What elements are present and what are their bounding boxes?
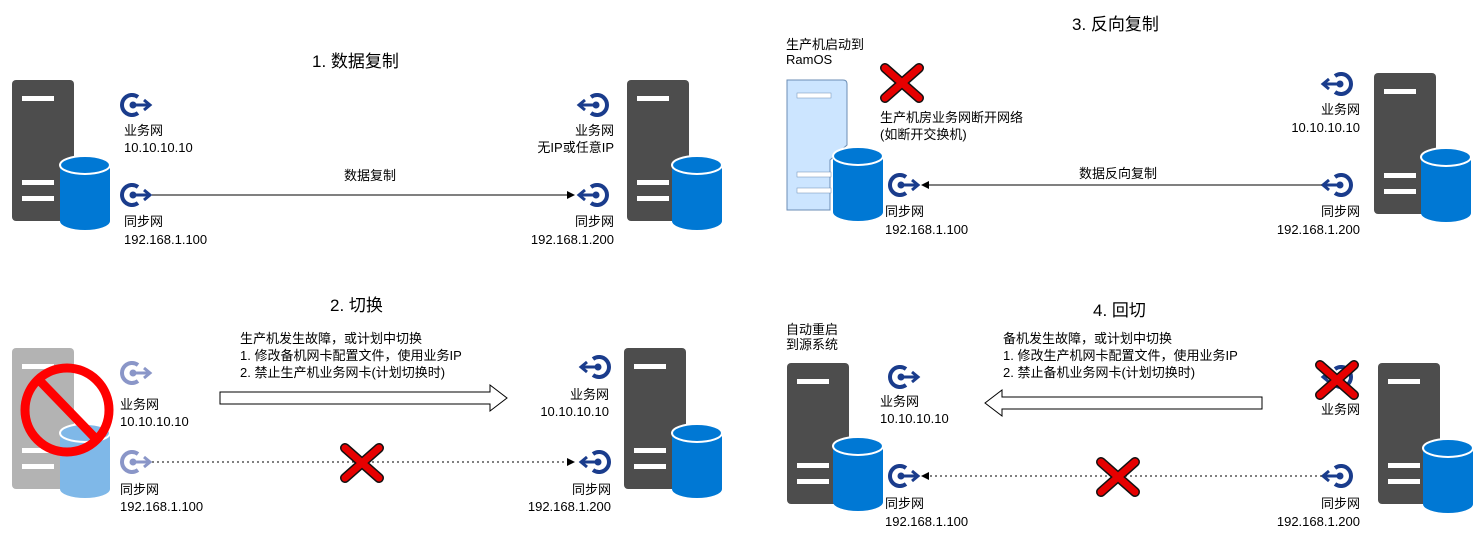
p3-dst-sync-label: 同步网 <box>1320 204 1360 219</box>
p2-dst-biz-ip: 10.10.10.10 <box>540 404 609 419</box>
p2-src-biz-label: 业务网 <box>120 397 160 412</box>
p4-reboot-label: 自动重启 到源系统 <box>786 322 839 352</box>
p2-target-sync-nic-icon <box>579 450 611 474</box>
p1-source-database-icon <box>59 155 111 231</box>
p4-target-database-icon <box>1422 438 1474 514</box>
p2-note: 生产机发生故障，或计划中切换 1. 修改备机网卡配置文件，使用业务IP 2. 禁… <box>240 331 462 380</box>
p4-dst-biz-label: 业务网 <box>1320 402 1360 417</box>
p1-dst-biz-ip: 无IP或任意IP <box>537 140 614 155</box>
p4-source-database-icon <box>832 436 884 512</box>
p4-title: 4. 回切 <box>1093 301 1146 320</box>
p3-source-database-icon <box>832 146 884 222</box>
p3-src-sync-ip: 192.168.1.100 <box>885 222 969 237</box>
p4-note: 备机发生故障，或计划中切换 1. 修改生产机网卡配置文件，使用业务IP 2. 禁… <box>1003 331 1238 380</box>
p4-dst-sync-label: 同步网 <box>1320 496 1360 511</box>
p2-src-biz-ip: 10.10.10.10 <box>120 414 189 429</box>
p2-dst-biz-label: 业务网 <box>569 387 609 402</box>
p4-dst-sync-ip: 192.168.1.200 <box>1276 514 1360 529</box>
p2-dst-sync-ip: 192.168.1.200 <box>527 499 611 514</box>
p3-dst-sync-ip: 192.168.1.200 <box>1276 222 1360 237</box>
p3-source-sync-nic-icon <box>888 173 920 197</box>
p3-disconnect-note: 生产机房业务网断开网络 (如断开交换机) <box>880 110 1024 142</box>
p4-src-sync-ip: 192.168.1.100 <box>885 514 969 529</box>
p3-flow-label: 数据反向复制 <box>1079 166 1158 181</box>
p2-dst-sync-label: 同步网 <box>571 482 611 497</box>
p3-dst-biz-label: 业务网 <box>1320 102 1360 117</box>
p2-switch-arrow <box>219 383 508 413</box>
p3-dst-biz-ip: 10.10.10.10 <box>1291 120 1360 135</box>
p1-dst-biz-label: 业务网 <box>574 123 614 138</box>
p1-source-sync-nic-icon <box>120 183 152 207</box>
p3-biz-disconnected-icon <box>885 68 919 98</box>
p3-title: 3. 反向复制 <box>1072 15 1159 34</box>
p4-src-sync-label: 同步网 <box>885 496 925 511</box>
p4-source-sync-nic-icon <box>888 464 920 488</box>
p1-dst-sync-label: 同步网 <box>574 214 614 229</box>
p3-ramos-label: 生产机启动到 RamOS <box>786 37 865 67</box>
p1-title: 1. 数据复制 <box>312 52 399 71</box>
p2-title: 2. 切换 <box>330 296 383 315</box>
p4-source-biz-nic-icon <box>888 365 920 389</box>
p4-src-biz-ip: 10.10.10.10 <box>880 411 949 426</box>
p2-sync-blocked-icon <box>345 448 379 478</box>
p3-target-sync-nic-icon <box>1321 173 1353 197</box>
p1-src-sync-label: 同步网 <box>124 214 164 229</box>
p4-src-biz-label: 业务网 <box>880 394 920 409</box>
p4-sync-blocked-icon <box>1101 462 1135 492</box>
p3-target-biz-nic-icon <box>1321 72 1353 96</box>
p3-target-database-icon <box>1420 147 1472 223</box>
p2-src-sync-label: 同步网 <box>120 482 160 497</box>
p1-flow-label: 数据复制 <box>344 168 397 183</box>
p4-failback-arrow <box>984 388 1263 418</box>
p1-src-biz-label: 业务网 <box>124 123 164 138</box>
p3-source-server-ramos <box>786 79 848 211</box>
p2-source-sync-nic-icon <box>120 450 152 474</box>
p1-src-biz-ip: 10.10.10.10 <box>124 140 193 155</box>
p2-target-database-icon <box>671 423 723 499</box>
p1-target-database-icon <box>671 155 723 231</box>
p1-source-biz-nic-icon <box>120 93 152 117</box>
p3-src-sync-label: 同步网 <box>885 204 925 219</box>
p2-src-sync-ip: 192.168.1.100 <box>120 499 204 514</box>
p1-dst-sync-ip: 192.168.1.200 <box>530 232 614 247</box>
p2-target-biz-nic-icon <box>579 355 611 379</box>
p2-prohibited-icon <box>20 363 114 457</box>
p2-source-biz-nic-icon <box>120 361 152 385</box>
p1-src-sync-ip: 192.168.1.100 <box>124 232 208 247</box>
p4-target-sync-nic-icon <box>1321 464 1353 488</box>
p1-target-biz-nic-icon <box>577 93 609 117</box>
p1-target-sync-nic-icon <box>577 183 609 207</box>
